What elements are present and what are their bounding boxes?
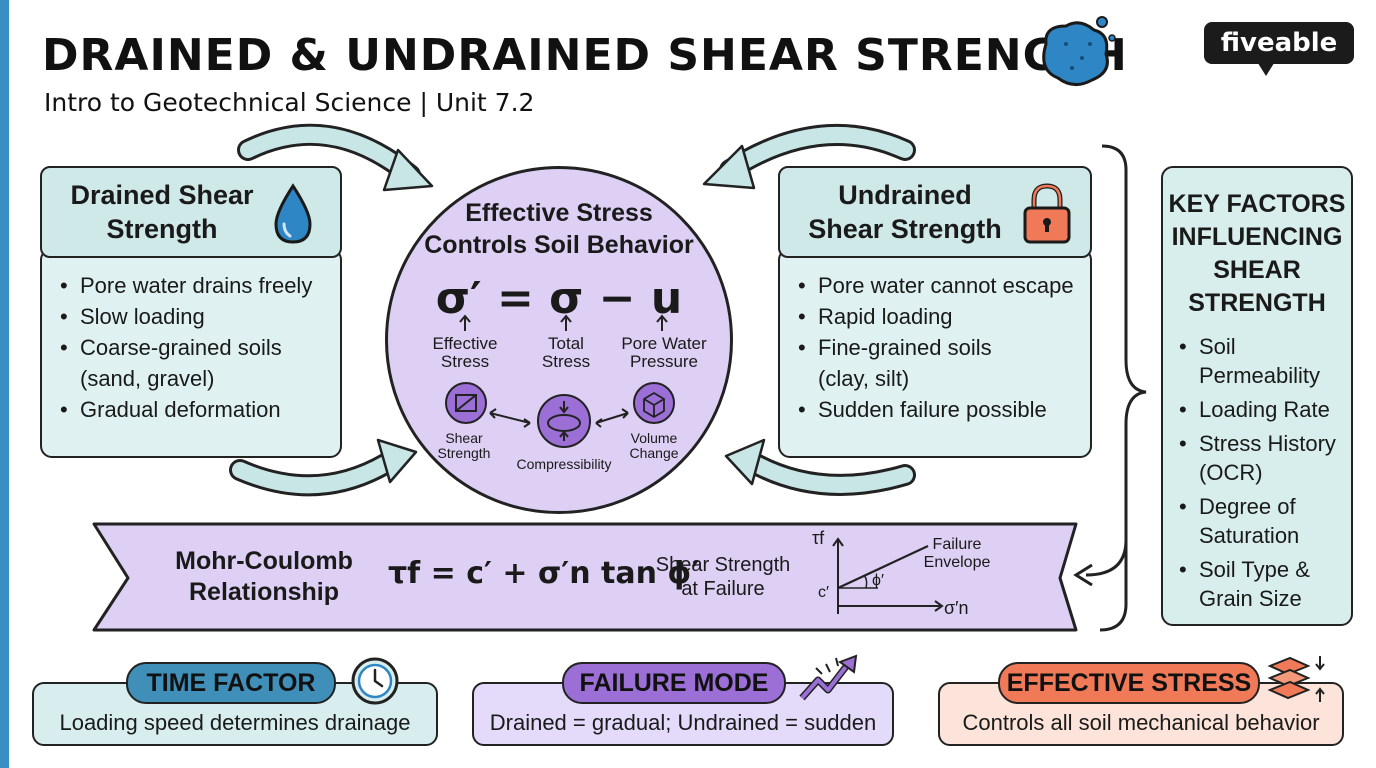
list-item: Stress History(OCR) — [1177, 429, 1336, 487]
page-subtitle: Intro to Geotechnical Science | Unit 7.2 — [44, 88, 535, 117]
undrained-title: Undrained Shear Strength — [808, 180, 1002, 244]
failure-envelope-graph — [832, 537, 944, 614]
list-item: Pore water cannot escape — [796, 270, 1092, 301]
list-item: Rapid loading — [796, 301, 1092, 332]
padlock-icon — [1023, 183, 1071, 244]
effective-stress-desc: Controls all soil mechanical behavior — [962, 710, 1320, 735]
drained-title: Drained Shear Strength — [70, 180, 254, 244]
formula-arrows — [459, 314, 668, 428]
fiveable-logo: fiveable — [1204, 22, 1354, 64]
graph-x-label: σ′n — [944, 598, 969, 618]
soil-layers-icon — [1267, 656, 1325, 702]
shear-strength-icon — [445, 382, 487, 424]
mohr-coulomb-equation: τf = c′ + σ′n tan ϕ′ — [388, 556, 700, 591]
list-item: Pore water drains freely — [58, 270, 338, 301]
drained-bullets: Pore water drains freely Slow loading Co… — [58, 270, 338, 425]
list-item: Fine-grained soils — [796, 332, 1092, 363]
undrained-bullets: Pore water cannot escape Rapid loading F… — [796, 270, 1092, 425]
list-item: (clay, silt) — [818, 366, 910, 391]
compressibility-icon — [537, 394, 591, 448]
graph-y-label: τf — [812, 528, 825, 548]
list-item: Coarse-grained soils — [58, 332, 338, 363]
page-title: DRAINED & UNDRAINED SHEAR STRENGTH — [42, 30, 1128, 81]
effective-stress-circle: Effective Stress Controls Soil Behavior … — [385, 166, 733, 514]
key-factors-title: KEY FACTORS INFLUENCING SHEAR STRENGTH — [1168, 190, 1346, 317]
soil-rock-icon — [1042, 16, 1116, 86]
undrained-header: Undrained Shear Strength — [778, 166, 1092, 258]
time-factor-label: TIME FACTOR — [126, 662, 336, 704]
zigzag-arrow-icon — [799, 654, 858, 701]
logo-tail — [1256, 60, 1276, 76]
left-accent-strip — [0, 0, 9, 768]
key-factors-panel: KEY FACTORS INFLUENCING SHEAR STRENGTH S… — [1161, 166, 1353, 626]
list-item: Sudden failure possible — [796, 394, 1092, 425]
volume-change-icon — [633, 382, 675, 424]
list-item: Loading Rate — [1177, 395, 1336, 424]
list-item: (sand, gravel) — [80, 366, 215, 391]
graph-cohesion-label: c′ — [818, 584, 829, 601]
clock-icon — [351, 657, 399, 705]
effective-stress-label: EFFECTIVE STRESS — [998, 662, 1260, 704]
effective-stress-formula: σ′ = σ − u — [435, 273, 683, 324]
list-item: Slow loading — [58, 301, 338, 332]
time-factor-desc: Loading speed determines drainage — [59, 710, 411, 735]
graph-phi-label: ϕ′ — [872, 572, 884, 589]
water-drop-icon — [274, 183, 312, 244]
failure-mode-label: FAILURE MODE — [562, 662, 786, 704]
effective-stress-title: Effective Stress Controls Soil Behavior — [424, 199, 694, 259]
failure-mode-desc: Drained = gradual; Undrained = sudden — [489, 710, 877, 735]
list-item: Gradual deformation — [58, 394, 338, 425]
list-item: Soil Type &Grain Size — [1177, 555, 1336, 613]
drained-header: Drained Shear Strength — [40, 166, 342, 258]
compressibility-label: Compressibility — [516, 456, 612, 472]
failure-mode-box: Drained = gradual; Undrained = sudden — [472, 682, 894, 746]
